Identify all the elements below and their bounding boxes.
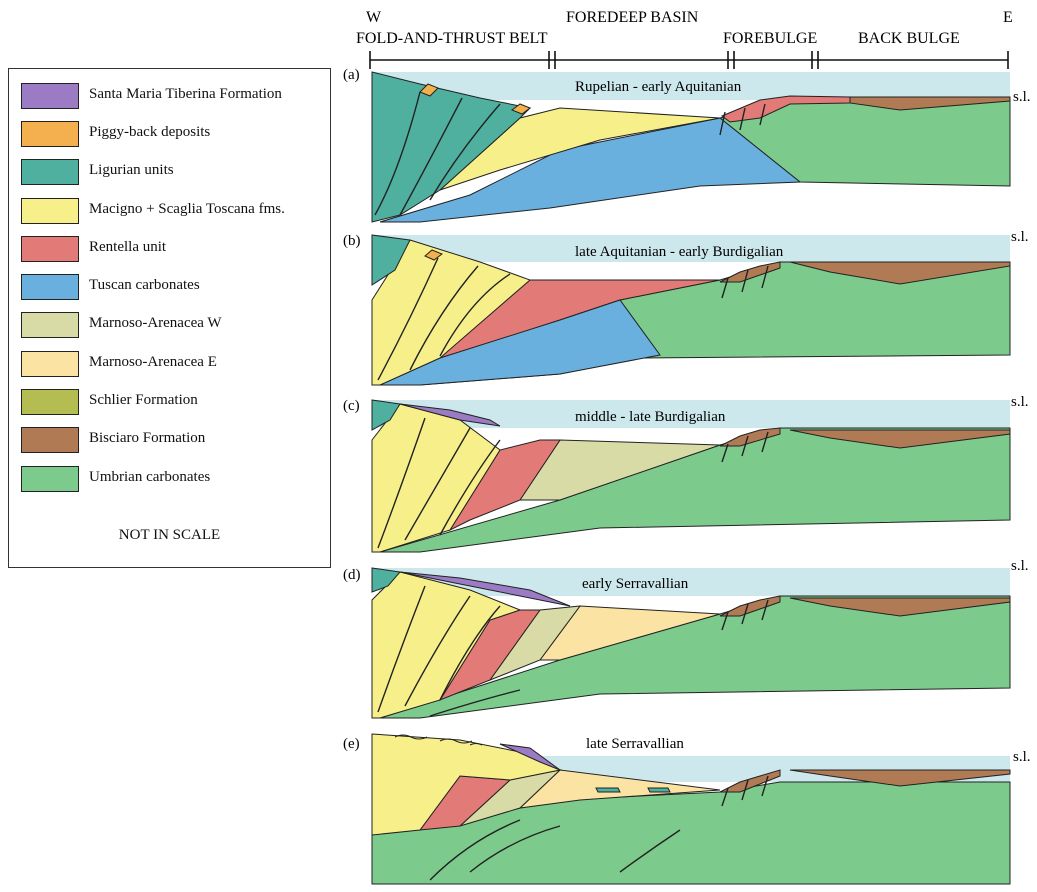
layer-ligurian-units <box>371 71 532 223</box>
layer-macigno-scaglia-toscana <box>371 733 562 836</box>
panel-title: middle - late Burdigalian <box>575 409 726 425</box>
zone-foredeep-basin: FOREDEEP BASIN <box>566 9 699 26</box>
layer-macigno-scaglia-toscana <box>371 571 522 719</box>
panel-title: early Serravallian <box>582 576 689 592</box>
layer-ligurian-units <box>371 234 411 286</box>
legend-label: Santa Maria Tiberina Formation <box>89 86 282 102</box>
legend-item: Rentella unit <box>17 234 322 264</box>
legend-swatch <box>21 159 79 185</box>
legend-swatch <box>21 274 79 300</box>
legend-label: Marnoso-Arenacea W <box>89 315 222 331</box>
legend-swatch <box>21 427 79 453</box>
panel-a: (a) s.l. Rupelian - early Aquitanian <box>343 67 1031 223</box>
sea-water <box>372 400 1010 428</box>
panel-d: (d) s.l. early Serravallian <box>343 558 1029 719</box>
layer-rentella-unit <box>721 95 851 123</box>
thrust-faults <box>377 585 769 717</box>
legend-item: Marnoso-Arenacea E <box>17 349 322 379</box>
layer-ligurian-units <box>371 567 401 593</box>
thrust-faults <box>429 775 769 881</box>
east-label: E <box>1003 9 1013 26</box>
legend-swatch <box>21 351 79 377</box>
zone-back-bulge: BACK BULGE <box>858 30 960 47</box>
legend-swatch <box>21 312 79 338</box>
layer-piggy-back-deposits <box>424 249 444 261</box>
legend-swatch <box>21 236 79 262</box>
panel-title: late Serravallian <box>586 736 684 752</box>
thrust-faults <box>374 91 766 216</box>
sea-level-label: s.l. <box>1011 229 1029 245</box>
layer-forebulge-steps <box>719 261 781 283</box>
sea-level-label: s.l. <box>1011 394 1029 410</box>
erosion-arrows <box>394 734 483 746</box>
zone-brackets <box>369 51 1009 69</box>
legend-item: Umbrian carbonates <box>17 464 322 494</box>
layer-bisciaro-formation <box>789 597 1011 617</box>
sea-water <box>372 568 1010 596</box>
panel-e: (e) s.l. late Serravallian <box>343 733 1031 885</box>
legend-swatch <box>21 198 79 224</box>
legend-swatch <box>21 83 79 109</box>
zone-fold-and-thrust-belt: FOLD-AND-THRUST BELT <box>356 30 548 47</box>
layer-piggy-back-deposits <box>419 83 532 115</box>
panel-c: (c) s.l. middle - late Burdigalian <box>343 394 1029 553</box>
legend: Santa Maria Tiberina Formation Piggy-bac… <box>8 68 331 568</box>
layer-forebulge-steps <box>719 769 781 793</box>
sea-water <box>372 235 1010 262</box>
legend-item: Tuscan carbonates <box>17 272 322 302</box>
legend-label: Umbrian carbonates <box>89 469 211 485</box>
thrust-faults <box>377 417 769 549</box>
legend-swatch <box>21 389 79 415</box>
panel-letter: (a) <box>343 67 360 83</box>
layer-forebulge-steps <box>719 595 781 617</box>
legend-item: Santa Maria Tiberina Formation <box>17 81 322 111</box>
legend-label: Marnoso-Arenacea E <box>89 354 217 370</box>
legend-item: Ligurian units <box>17 157 322 187</box>
layer-tuscan-carbonates <box>379 299 661 386</box>
legend-item: Bisciaro Formation <box>17 425 322 455</box>
panel-letter: (c) <box>343 398 360 414</box>
legend-item: Schlier Formation <box>17 387 322 417</box>
thrust-faults <box>377 257 769 381</box>
layer-tuscan-carbonates <box>379 117 802 223</box>
section-header: W E FOLD-AND-THRUST BELT FOREDEEP BASIN … <box>356 9 1013 69</box>
legend-label: Macigno + Scaglia Toscana fms. <box>89 201 285 217</box>
panel-letter: (e) <box>343 736 360 752</box>
legend-label: Schlier Formation <box>89 392 198 408</box>
legend-item: Marnoso-Arenacea W <box>17 310 322 340</box>
panel-title: late Aquitanian - early Burdigalian <box>575 244 784 260</box>
panel-b: (b) s.l. late Aquitanian - early Burdiga… <box>343 229 1029 386</box>
sea-water <box>372 72 1010 100</box>
layer-bisciaro-formation <box>789 261 1011 285</box>
legend-label: Rentella unit <box>89 239 167 255</box>
layer-bisciaro-formation <box>789 769 1011 787</box>
legend-item: Macigno + Scaglia Toscana fms. <box>17 196 322 226</box>
panel-letter: (b) <box>343 233 361 249</box>
layer-bisciaro-formation <box>789 429 1011 449</box>
layer-santa-maria-tiberina <box>399 571 571 607</box>
legend-label: Bisciaro Formation <box>89 430 206 446</box>
legend-item: Piggy-back deposits <box>17 119 322 149</box>
layer-forebulge-steps <box>719 427 781 447</box>
sea-level-label: s.l. <box>1011 558 1029 574</box>
legend-label: Tuscan carbonates <box>89 277 200 293</box>
legend-label: Ligurian units <box>89 162 174 178</box>
layer-ligurian-units <box>371 399 401 431</box>
layer-ligurian-units <box>595 787 671 793</box>
west-label: W <box>366 9 382 26</box>
layer-santa-maria-tiberina <box>399 403 501 427</box>
legend-swatch <box>21 121 79 147</box>
zone-forebulge: FOREBULGE <box>723 30 817 47</box>
sea-level-label: s.l. <box>1013 89 1031 105</box>
legend-label: Piggy-back deposits <box>89 124 211 140</box>
panel-title: Rupelian - early Aquitanian <box>575 79 742 95</box>
panel-letter: (d) <box>343 567 361 583</box>
sea-level-label: s.l. <box>1013 749 1031 765</box>
layer-santa-maria-tiberina <box>499 743 561 771</box>
legend-swatch <box>21 466 79 492</box>
not-in-scale-note: NOT IN SCALE <box>118 527 221 543</box>
layer-macigno-scaglia-toscana <box>371 239 531 386</box>
